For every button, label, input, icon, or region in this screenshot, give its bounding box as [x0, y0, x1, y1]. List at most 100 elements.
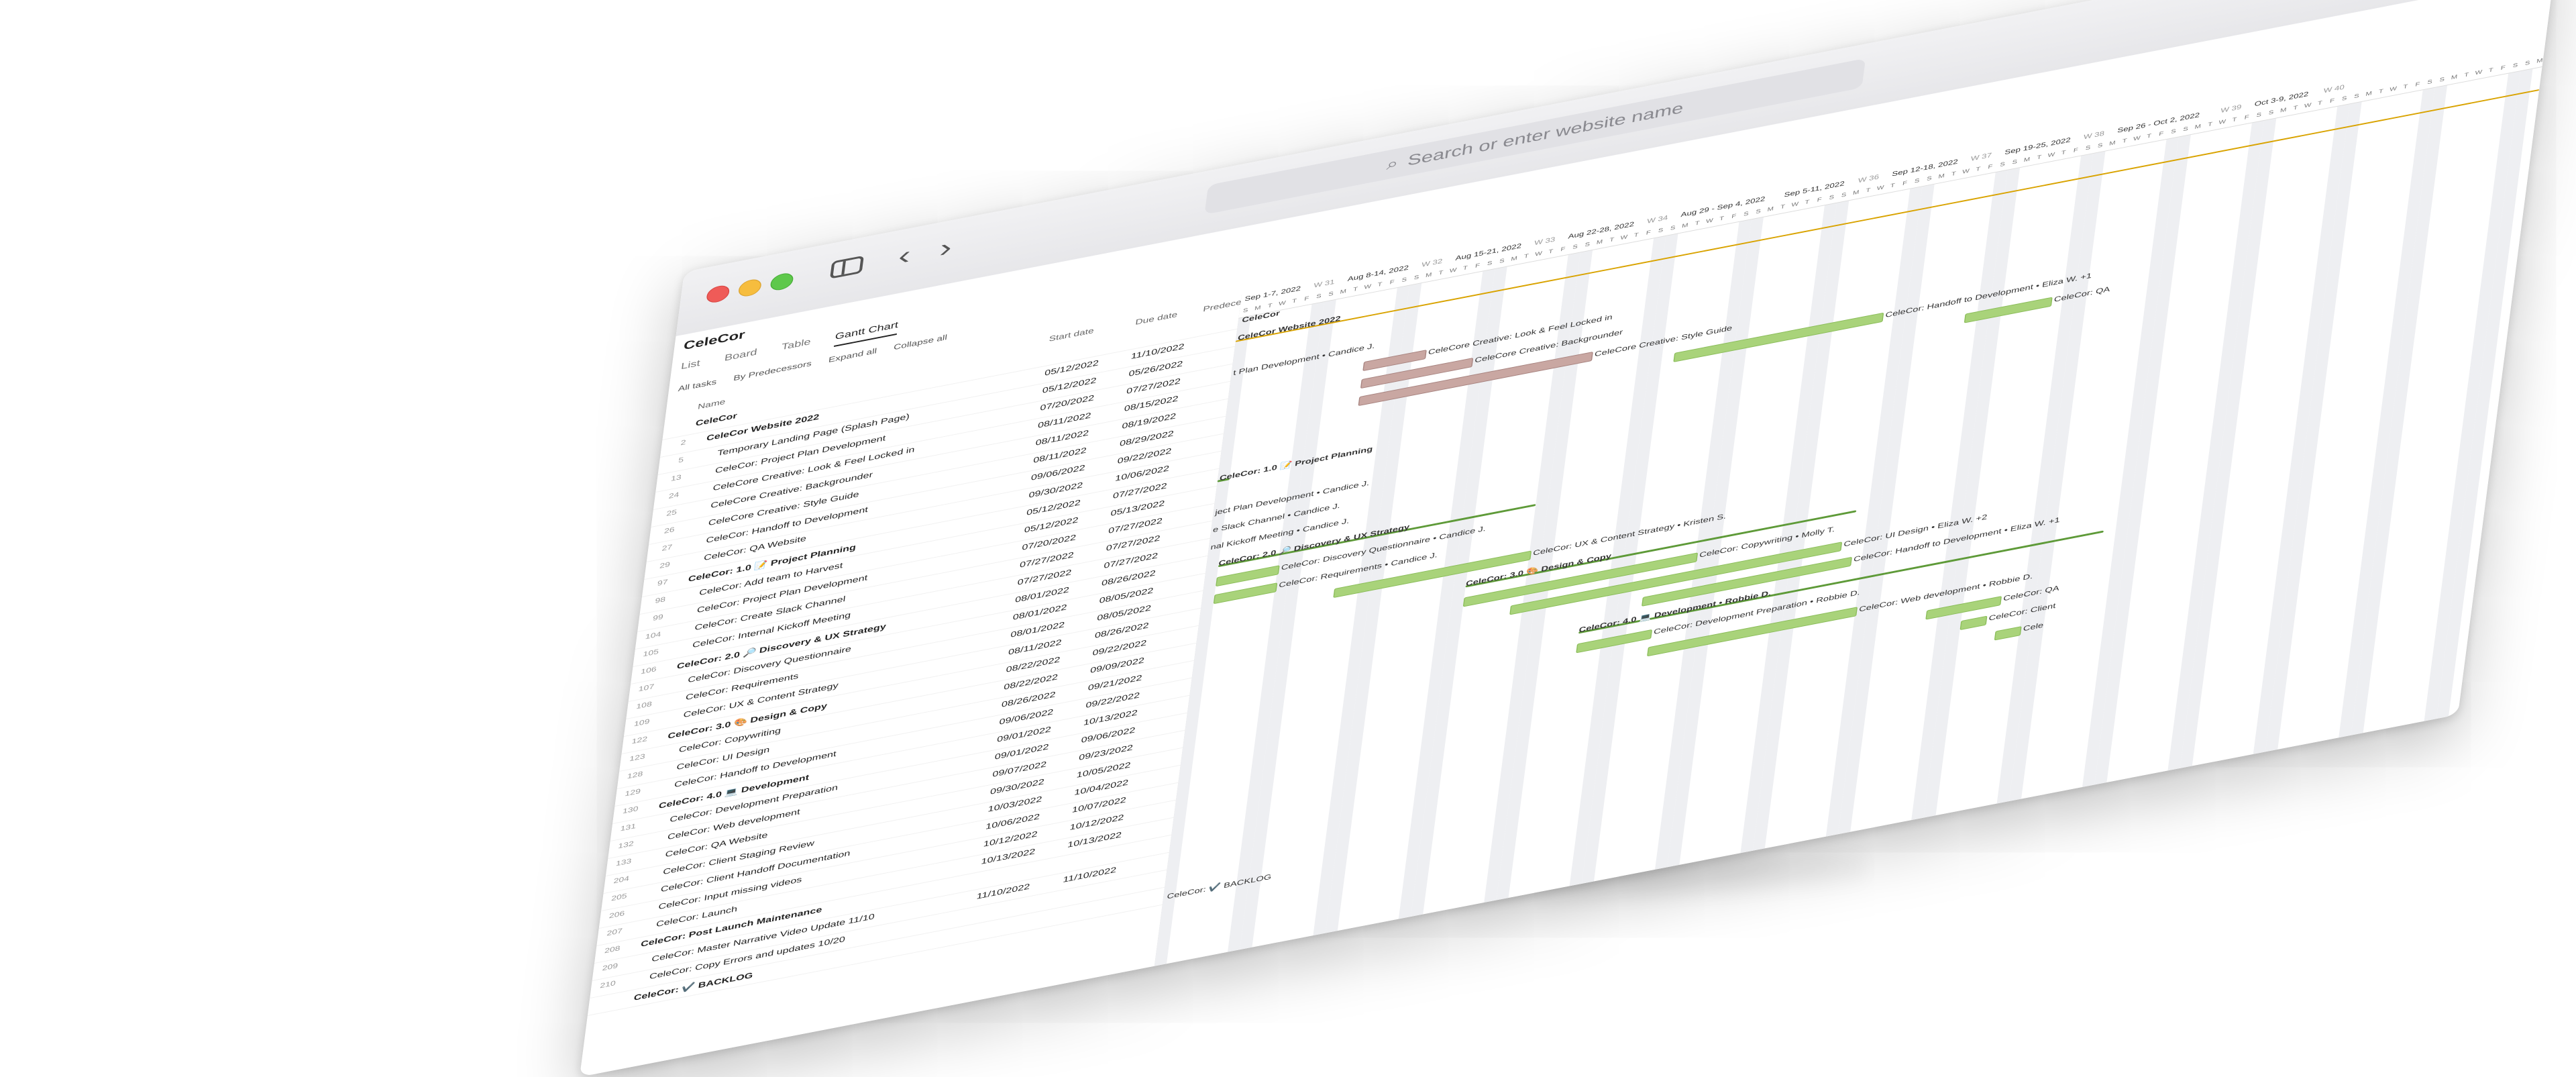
zoom-window-button[interactable]: [769, 271, 794, 293]
day-letter: T: [1609, 236, 1615, 244]
close-window-button[interactable]: [705, 283, 731, 305]
day-letter: S: [2341, 95, 2348, 102]
day-letter: M: [1340, 288, 1347, 295]
day-letter: M: [1767, 205, 1774, 213]
day-letter: S: [1487, 260, 1493, 267]
row-number: 108: [635, 700, 653, 711]
forward-arrow-icon[interactable]: ›: [938, 233, 954, 264]
collapse-all-button[interactable]: Collapse all: [893, 333, 948, 352]
day-letter: F: [1646, 229, 1652, 236]
day-letter: T: [1695, 219, 1701, 227]
day-letter: T: [2231, 116, 2237, 123]
day-letter: S: [2097, 142, 2104, 150]
day-letter: T: [1352, 285, 1358, 293]
row-number: 123: [629, 752, 646, 764]
day-letter: S: [1316, 293, 1322, 300]
day-letter: M: [2365, 90, 2373, 97]
day-letter: F: [1902, 179, 1908, 187]
day-letter: M: [1510, 254, 1518, 262]
weekend-column: [2082, 136, 2179, 790]
row-number: 25: [665, 508, 678, 518]
weekend-column: [2167, 119, 2265, 774]
day-letter: W: [2475, 68, 2483, 76]
row-number: 205: [610, 892, 628, 903]
day-letter: F: [1560, 246, 1566, 253]
search-icon: ⌕: [1385, 154, 1400, 173]
gantt-bar[interactable]: [1673, 312, 1884, 362]
day-letter: W: [1278, 299, 1287, 307]
day-letter: S: [1914, 177, 1921, 185]
day-letter: S: [1572, 243, 1578, 250]
day-letter: S: [1242, 307, 1249, 314]
day-letter: S: [1926, 174, 1933, 183]
day-letter: M: [2108, 139, 2116, 147]
day-letter: M: [2279, 106, 2287, 114]
row-number: 106: [640, 665, 657, 676]
weekend-column: [2253, 103, 2350, 757]
day-letter: F: [2073, 146, 2079, 154]
day-letter: S: [1828, 193, 1835, 201]
minimize-window-button[interactable]: [737, 277, 763, 299]
row-number: 204: [612, 874, 630, 886]
week-label: W 31: [1313, 278, 1336, 290]
row-number: 130: [622, 805, 639, 816]
day-letter: T: [1377, 280, 1383, 289]
day-letter: T: [1865, 187, 1871, 194]
day-letter: T: [2146, 132, 2152, 140]
day-letter: W: [1363, 283, 1372, 291]
weekend-column: [2008, 150, 2106, 805]
day-letter: T: [1438, 269, 1444, 276]
weekend-column: [2180, 117, 2277, 771]
day-letter: S: [1841, 191, 1847, 199]
weekend-column: [2094, 134, 2191, 788]
day-letter: T: [2061, 149, 2067, 156]
day-letter: M: [1254, 304, 1262, 312]
day-letter: T: [2122, 137, 2128, 144]
week-label: W 38: [2083, 130, 2105, 142]
row-number: [593, 997, 614, 1001]
tab-board[interactable]: Board: [724, 346, 758, 363]
day-letter: T: [1890, 182, 1896, 189]
row-number: 208: [604, 944, 621, 956]
day-letter: T: [1975, 165, 1981, 173]
day-letter: W: [1449, 266, 1457, 274]
sidebar-toggle-icon[interactable]: [829, 255, 864, 279]
gantt-bar[interactable]: [1960, 615, 1988, 631]
row-number: 27: [661, 543, 673, 553]
day-letter: T: [2292, 104, 2298, 111]
day-letter: F: [1303, 295, 1309, 303]
gantt-bar[interactable]: [1213, 582, 1278, 605]
weekend-column: [2350, 85, 2448, 738]
day-letter: W: [2304, 101, 2312, 109]
tab-list[interactable]: List: [680, 357, 701, 372]
day-letter: S: [1670, 224, 1676, 232]
day-letter: F: [1987, 163, 1993, 170]
day-letter: T: [2402, 83, 2408, 91]
row-number: 24: [667, 491, 680, 501]
day-letter: F: [1474, 262, 1481, 269]
day-letter: S: [1755, 207, 1762, 215]
row-number: 207: [606, 927, 623, 938]
day-letter: M: [1596, 238, 1603, 246]
day-letter: F: [1389, 278, 1395, 286]
expand-all-button[interactable]: Expand all: [828, 347, 877, 365]
back-arrow-icon[interactable]: ‹: [896, 240, 912, 272]
day-letter: S: [2524, 59, 2531, 67]
filter-dropdown[interactable]: All tasks: [678, 378, 717, 394]
day-letter: F: [2329, 97, 2335, 105]
day-letter: S: [2268, 109, 2274, 116]
tab-table[interactable]: Table: [781, 336, 812, 352]
day-letter: F: [1817, 196, 1823, 203]
day-letter: T: [2317, 99, 2323, 107]
day-letter: F: [1731, 212, 1737, 220]
row-number: 2: [680, 438, 687, 448]
weekend-column: [1911, 169, 2008, 823]
row-number: 98: [654, 595, 666, 605]
row-number: 5: [678, 456, 684, 465]
day-letter: M: [2023, 156, 2031, 164]
row-number: 29: [659, 560, 671, 570]
day-letter: W: [1962, 167, 1970, 175]
tab-gantt-chart[interactable]: Gantt Chart: [833, 319, 900, 348]
day-letter: M: [1425, 271, 1432, 279]
day-letter: T: [1462, 264, 1468, 272]
